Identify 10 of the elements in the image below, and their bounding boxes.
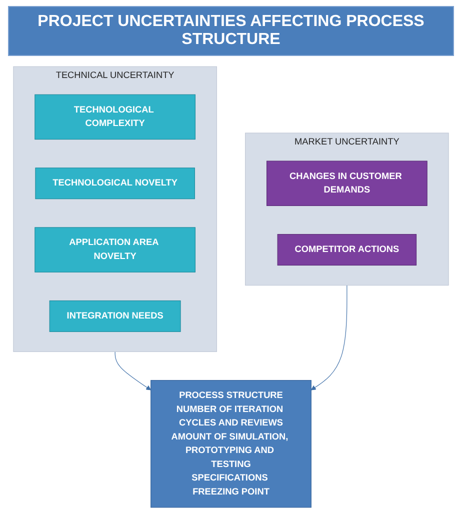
- node-box: PROCESS STRUCTURE NUMBER OF ITERATION CYCLES AND REVIEWS AMOUNT OF SIMULATION, PROTOTYPING AND TESTING SPECIFICATIONS FREEZING POINT: [150, 380, 312, 508]
- arrow: [114, 351, 152, 390]
- title-banner: PROJECT UNCERTAINTIES AFFECTING PROCESS STRUCTURE: [8, 6, 454, 56]
- node-box: TECHNOLOGICAL NOVELTY: [35, 168, 195, 200]
- node-box: INTEGRATION NEEDS: [49, 300, 181, 332]
- node-box: APPLICATION AREA NOVELTY: [34, 227, 196, 272]
- node-box: COMPETITOR ACTIONS: [277, 234, 417, 266]
- node-box: TECHNOLOGICAL COMPLEXITY: [34, 94, 196, 140]
- arrow: [310, 285, 348, 390]
- node-box: CHANGES IN CUSTOMER DEMANDS: [266, 160, 428, 206]
